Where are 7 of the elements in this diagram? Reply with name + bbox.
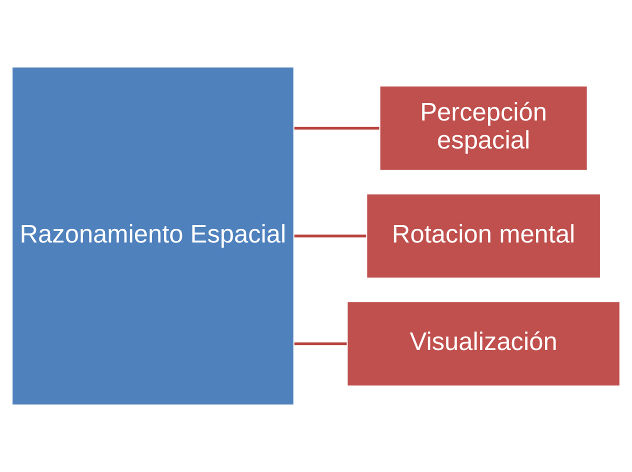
connector — [294, 342, 347, 346]
node-box: Visualización — [346, 300, 622, 388]
node-box: Percepción espacial — [378, 84, 589, 172]
connector — [294, 234, 366, 238]
node-box: Rotacion mental — [365, 192, 602, 280]
node-box: Razonamiento Espacial — [10, 66, 296, 406]
connector — [294, 126, 380, 130]
